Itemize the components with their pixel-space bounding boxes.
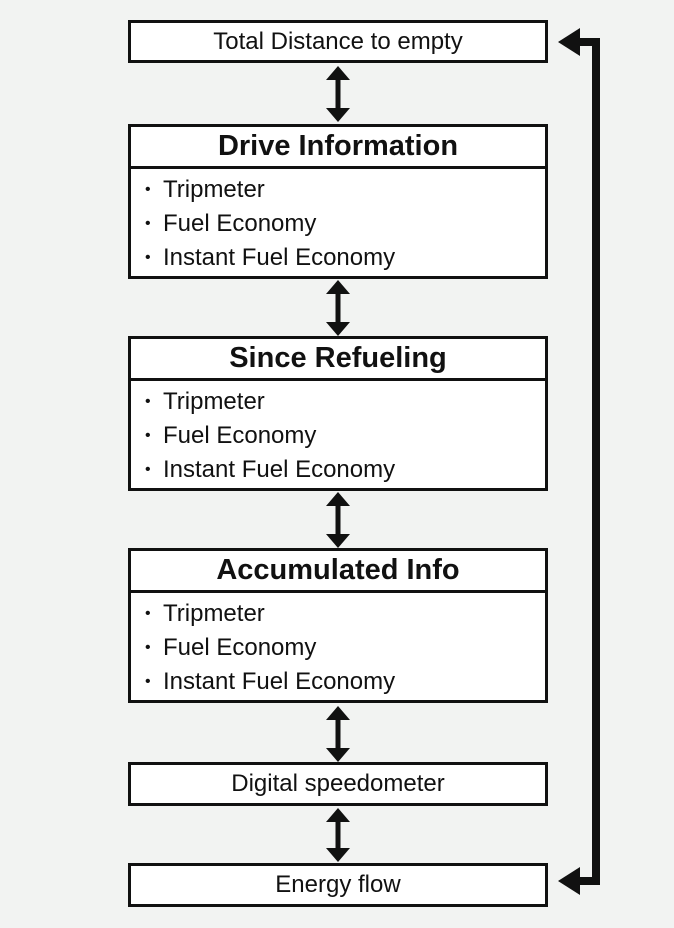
node-since-refueling: Since Refueling • Tripmeter • Fuel Economy… xyxy=(128,336,548,491)
bullet: • xyxy=(145,181,151,198)
list-item: • Instant Fuel Economy xyxy=(145,241,545,275)
bullet: • xyxy=(145,249,151,266)
item-label: Fuel Economy xyxy=(163,210,317,237)
bullet: • xyxy=(145,427,151,444)
arrowhead-icon xyxy=(558,28,580,56)
node-energy-flow: Energy flow xyxy=(128,863,548,907)
node-digital-speedometer: Digital speedometer xyxy=(128,762,548,806)
list-item: • Fuel Economy xyxy=(145,207,545,241)
list-item: • Instant Fuel Economy xyxy=(145,453,545,487)
arrowhead-icon xyxy=(558,867,580,895)
node-label: Energy flow xyxy=(275,871,401,898)
bullet: • xyxy=(145,461,151,478)
list-item: • Tripmeter xyxy=(145,173,545,207)
item-label: Instant Fuel Economy xyxy=(163,668,396,695)
double-arrow-icon xyxy=(326,66,350,122)
list-item: • Tripmeter xyxy=(145,597,545,631)
item-list: • Tripmeter • Fuel Economy • Instant Fuel E… xyxy=(131,169,545,275)
section-title: Since Refueling xyxy=(131,339,545,381)
double-arrow-icon xyxy=(326,808,350,862)
bullet: • xyxy=(145,215,151,232)
item-list: • Tripmeter • Fuel Economy • Instant Fuel E… xyxy=(131,381,545,487)
item-list: • Tripmeter • Fuel Economy • Instant Fuel E… xyxy=(131,593,545,699)
list-item: • Instant Fuel Economy xyxy=(145,665,545,699)
double-arrow-icon xyxy=(326,492,350,548)
list-item: • Fuel Economy xyxy=(145,419,545,453)
item-label: Tripmeter xyxy=(163,600,265,627)
section-title: Drive Information xyxy=(131,127,545,169)
node-accumulated-info: Accumulated Info • Tripmeter • Fuel Econom… xyxy=(128,548,548,703)
item-label: Instant Fuel Economy xyxy=(163,456,396,483)
node-total-distance: Total Distance to empty xyxy=(128,20,548,63)
double-arrow-icon xyxy=(326,706,350,762)
item-label: Fuel Economy xyxy=(163,634,317,661)
node-label: Total Distance to empty xyxy=(213,27,463,55)
loop-return-arrow xyxy=(558,28,600,895)
item-label: Tripmeter xyxy=(163,176,265,203)
list-item: • Fuel Economy xyxy=(145,631,545,665)
list-item: • Tripmeter xyxy=(145,385,545,419)
item-label: Instant Fuel Economy xyxy=(163,244,396,271)
node-drive-information: Drive Information • Tripmeter • Fuel Econo… xyxy=(128,124,548,279)
bullet: • xyxy=(145,605,151,622)
bullet: • xyxy=(145,393,151,410)
section-title: Accumulated Info xyxy=(131,551,545,593)
bullet: • xyxy=(145,639,151,656)
item-label: Tripmeter xyxy=(163,388,265,415)
bullet: • xyxy=(145,673,151,690)
double-arrow-icon xyxy=(326,280,350,336)
item-label: Fuel Economy xyxy=(163,422,317,449)
node-label: Digital speedometer xyxy=(231,770,445,797)
